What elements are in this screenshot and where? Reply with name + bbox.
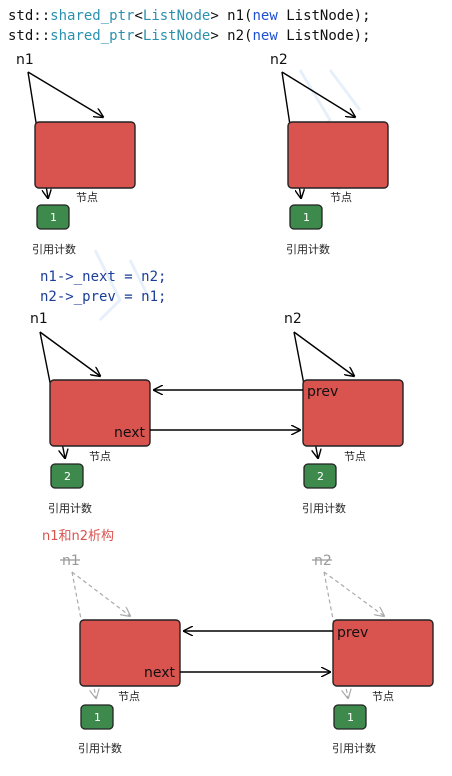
s2-n2-label: n2 [284, 311, 302, 327]
code-mid-line-1: n1->_next = n2; [40, 269, 166, 285]
s2-n2-count: 2 [317, 470, 324, 483]
s3-n2-count: 1 [347, 711, 354, 724]
section3-title: n1和n2析构 [42, 529, 114, 544]
s3-n2-refcount-label: 引用计数 [332, 741, 376, 755]
s3-n1-count-box [80, 704, 114, 730]
s2-n1-node [49, 379, 151, 447]
s3-n2-node [332, 619, 434, 687]
s2-n1-refcount-label: 引用计数 [48, 501, 92, 515]
s3-n1-label: n1 [62, 553, 80, 569]
s3-n2-label: n2 [314, 553, 332, 569]
s1-n2-node-label: 节点 [330, 191, 352, 204]
s2-n2-refcount-label: 引用计数 [302, 501, 346, 515]
code-line-1: std::shared_ptr<ListNode> n1(new ListNod… [8, 8, 371, 24]
s2-n1-label: n1 [30, 311, 48, 327]
s3-n1-refcount-label: 引用计数 [78, 741, 122, 755]
s1-n1-node [34, 121, 136, 189]
s3-n1-count: 1 [94, 711, 101, 724]
s2-n2-count-box [303, 463, 337, 489]
s1-n2-node [287, 121, 389, 189]
s2-n2-node [302, 379, 404, 447]
s3-n2-node-label: 节点 [372, 690, 394, 703]
s1-n1-node-label: 节点 [76, 191, 98, 204]
s1-n2-label: n2 [270, 52, 288, 68]
s2-n1-node-label: 节点 [89, 450, 111, 463]
s1-n1-label: n1 [16, 52, 34, 68]
s1-n1-count-box [36, 204, 70, 230]
s1-n1-count: 1 [50, 211, 57, 224]
s1-n2-count: 1 [303, 211, 310, 224]
s3-n1-node-label: 节点 [118, 690, 140, 703]
s1-n2-refcount-label: 引用计数 [286, 242, 330, 256]
s2-next-label: next [114, 425, 146, 441]
s1-n2-count-box [289, 204, 323, 230]
s2-n2-node-label: 节点 [344, 450, 366, 463]
s3-n2-count-box [333, 704, 367, 730]
code-line-2: std::shared_ptr<ListNode> n2(new ListNod… [8, 28, 371, 44]
s2-prev-label: prev [307, 384, 338, 400]
s3-prev-label: prev [337, 625, 368, 641]
s2-n1-count-box [50, 463, 84, 489]
s1-n1-refcount-label: 引用计数 [32, 242, 76, 256]
code-mid-line-2: n2->_prev = n1; [40, 289, 166, 305]
s3-n1-node [79, 619, 181, 687]
s3-next-label: next [144, 665, 176, 681]
s2-n1-count: 2 [64, 470, 71, 483]
